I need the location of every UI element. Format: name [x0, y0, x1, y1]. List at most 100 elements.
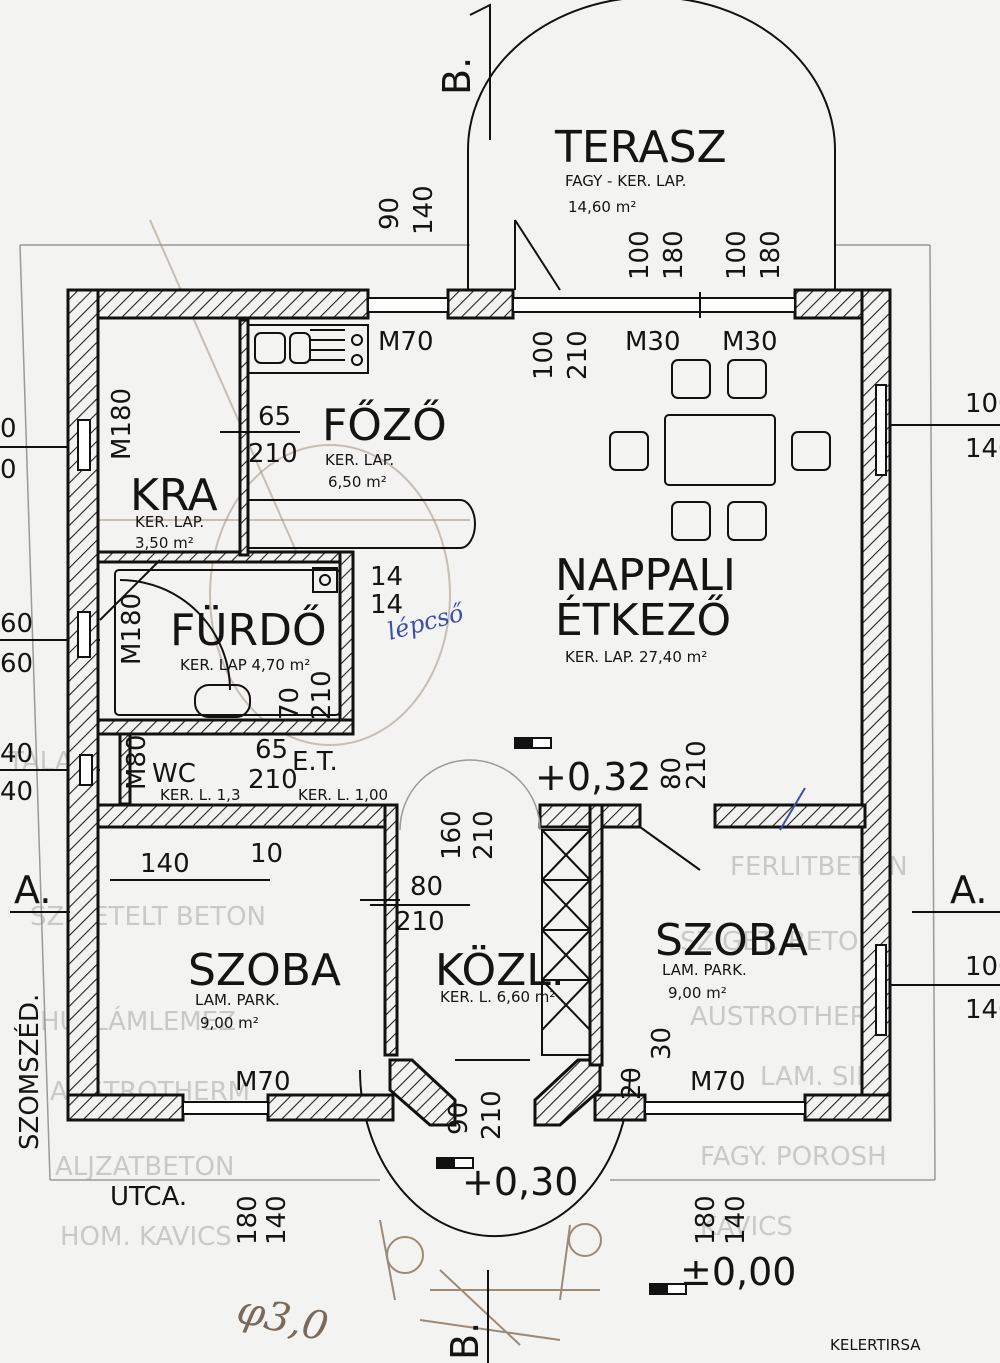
room-name-wc: WC	[152, 759, 196, 789]
room-name-etkezo: ÉTKEZŐ	[555, 593, 731, 646]
level-zero: ±0,00	[680, 1250, 796, 1294]
kitchen-counter	[247, 324, 476, 549]
windows	[77, 292, 887, 1115]
room-name-szoba-left: SZOBA	[188, 945, 341, 996]
room-area-szoba-right: 9,00 m²	[668, 984, 727, 1002]
dim-label: 14	[370, 590, 403, 620]
corner-text: KELERTIRSA	[830, 1336, 921, 1354]
room-labels: TERASZ FAGY - KER. LAP. 14,60 m² FŐZŐ KE…	[130, 122, 808, 1032]
room-finish-et: KER. L. 1,00	[298, 786, 388, 804]
dim-label: 180	[756, 230, 786, 280]
dim-label: 210	[563, 330, 593, 380]
outside-labels: SZOMSZÉD. UTCA. KELERTIRSA	[13, 994, 921, 1354]
room-finish-szoba-left: LAM. PARK.	[195, 991, 280, 1009]
level-markers: +0,32 +0,30 ±0,00	[436, 737, 796, 1295]
dim-label: M70	[378, 327, 434, 357]
dim-label: 70	[275, 687, 305, 720]
reference-lines	[0, 244, 1000, 1181]
entrance-outline	[359, 1069, 631, 1238]
dim-label: 210	[477, 1090, 507, 1140]
dim-label: 20	[617, 1067, 647, 1100]
staircase	[541, 829, 591, 1056]
dim-label: 60	[0, 609, 33, 639]
dim-label: 100	[722, 230, 752, 280]
ghost-text: AUSTROTHERM	[690, 1002, 890, 1032]
ghost-text: ALJZATBETON	[55, 1152, 234, 1182]
room-finish-kozl: KER. L. 6,60 m²	[440, 988, 555, 1006]
section-marker-b-bottom: B.	[443, 1322, 487, 1360]
room-name-szoba-right: SZOBA	[655, 915, 808, 966]
dim-label: 14	[370, 562, 403, 592]
dim-label: M70	[690, 1067, 746, 1097]
ghost-text: FAGY. POROSH	[700, 1142, 887, 1172]
dim-label: 10	[250, 839, 283, 869]
handwritten-note-pencil: φ3,0	[233, 1287, 332, 1351]
section-markers: B. B. A. A.	[10, 3, 1000, 1363]
dim-label: 140	[965, 434, 1000, 464]
dim-label: M30	[625, 327, 681, 357]
dining-table	[609, 359, 831, 541]
dim-label: M70	[235, 1067, 291, 1097]
pencil-sketch	[90, 219, 602, 1346]
dim-label: 100	[965, 389, 1000, 419]
ghost-text-layer: TALAJ SZIGETELT BETON HULLÁMLEMEZ AUSTRO…	[7, 747, 908, 1252]
ghost-text: SZIGET. BETON	[680, 927, 878, 957]
dimension-labels: 90 140 100 180 100 180 100 210 M70 M30 M…	[0, 185, 1000, 1245]
ghost-text: LAM. SIN	[760, 1062, 875, 1092]
terrace-outline	[467, 0, 836, 290]
room-area-terasz: 14,60 m²	[568, 198, 636, 216]
dim-label: M80	[122, 734, 152, 790]
dim-label: 180	[233, 1195, 263, 1245]
dim-label: M180	[107, 388, 137, 460]
dim-label: 65	[255, 735, 288, 765]
door-swings	[99, 219, 701, 1061]
section-marker-b-top: B.	[435, 57, 479, 95]
dim-label: 0	[0, 414, 17, 444]
room-area-szoba-left: 9,00 m²	[200, 1014, 259, 1032]
room-finish-terasz: FAGY - KER. LAP.	[565, 172, 686, 190]
room-finish-nappali: KER. LAP. 27,40 m²	[565, 648, 707, 666]
dim-label: 30	[647, 1027, 677, 1060]
ghost-text: HOM. KAVICS	[60, 1222, 232, 1252]
dim-label: 65	[258, 402, 291, 432]
room-finish-kra: KER. LAP.	[135, 513, 204, 531]
room-finish-furdo: KER. LAP 4,70 m²	[180, 656, 310, 674]
interior-walls	[96, 318, 867, 1067]
level-plus-030: +0,30	[462, 1160, 578, 1204]
dim-label: 210	[307, 670, 337, 720]
dim-label: 140	[409, 185, 439, 235]
dim-label: M180	[117, 593, 147, 665]
ghost-text: KAVICS	[700, 1212, 793, 1242]
dim-label: 100	[625, 230, 655, 280]
dim-label: 100	[965, 952, 1000, 982]
room-name-et: E.T.	[292, 747, 338, 777]
dim-label: 180	[659, 230, 689, 280]
neighbour-label: SZOMSZÉD.	[13, 994, 45, 1150]
dim-label: 180	[691, 1195, 721, 1245]
dim-label: 60	[0, 649, 33, 679]
dim-label: 210	[682, 740, 712, 790]
dim-label: 210	[469, 810, 499, 860]
dim-label: 160	[437, 810, 467, 860]
dim-label: M30	[722, 327, 778, 357]
dim-label: 210	[248, 765, 298, 795]
dim-label: 90	[375, 197, 405, 230]
section-marker-a-left: A.	[14, 868, 51, 912]
level-plus-032: +0,32	[535, 755, 651, 799]
room-name-kozl: KÖZL.	[435, 944, 565, 996]
dim-label: 140	[140, 849, 190, 879]
dim-label: 140	[721, 1195, 751, 1245]
dim-label: 140	[965, 995, 1000, 1025]
dim-label: 210	[248, 439, 298, 469]
room-name-nappali: NAPPALI	[555, 550, 736, 601]
dim-label: 40	[0, 777, 33, 807]
dim-label: 80	[657, 757, 687, 790]
dim-label: 40	[0, 739, 33, 769]
room-finish-wc: KER. L. 1,3	[160, 786, 241, 804]
room-area-fozo: 6,50 m²	[328, 473, 387, 491]
section-marker-a-right: A.	[950, 868, 987, 912]
dim-label: 140	[262, 1195, 292, 1245]
room-area-kra: 3,50 m²	[135, 534, 194, 552]
room-name-kra: KRA	[130, 470, 218, 521]
